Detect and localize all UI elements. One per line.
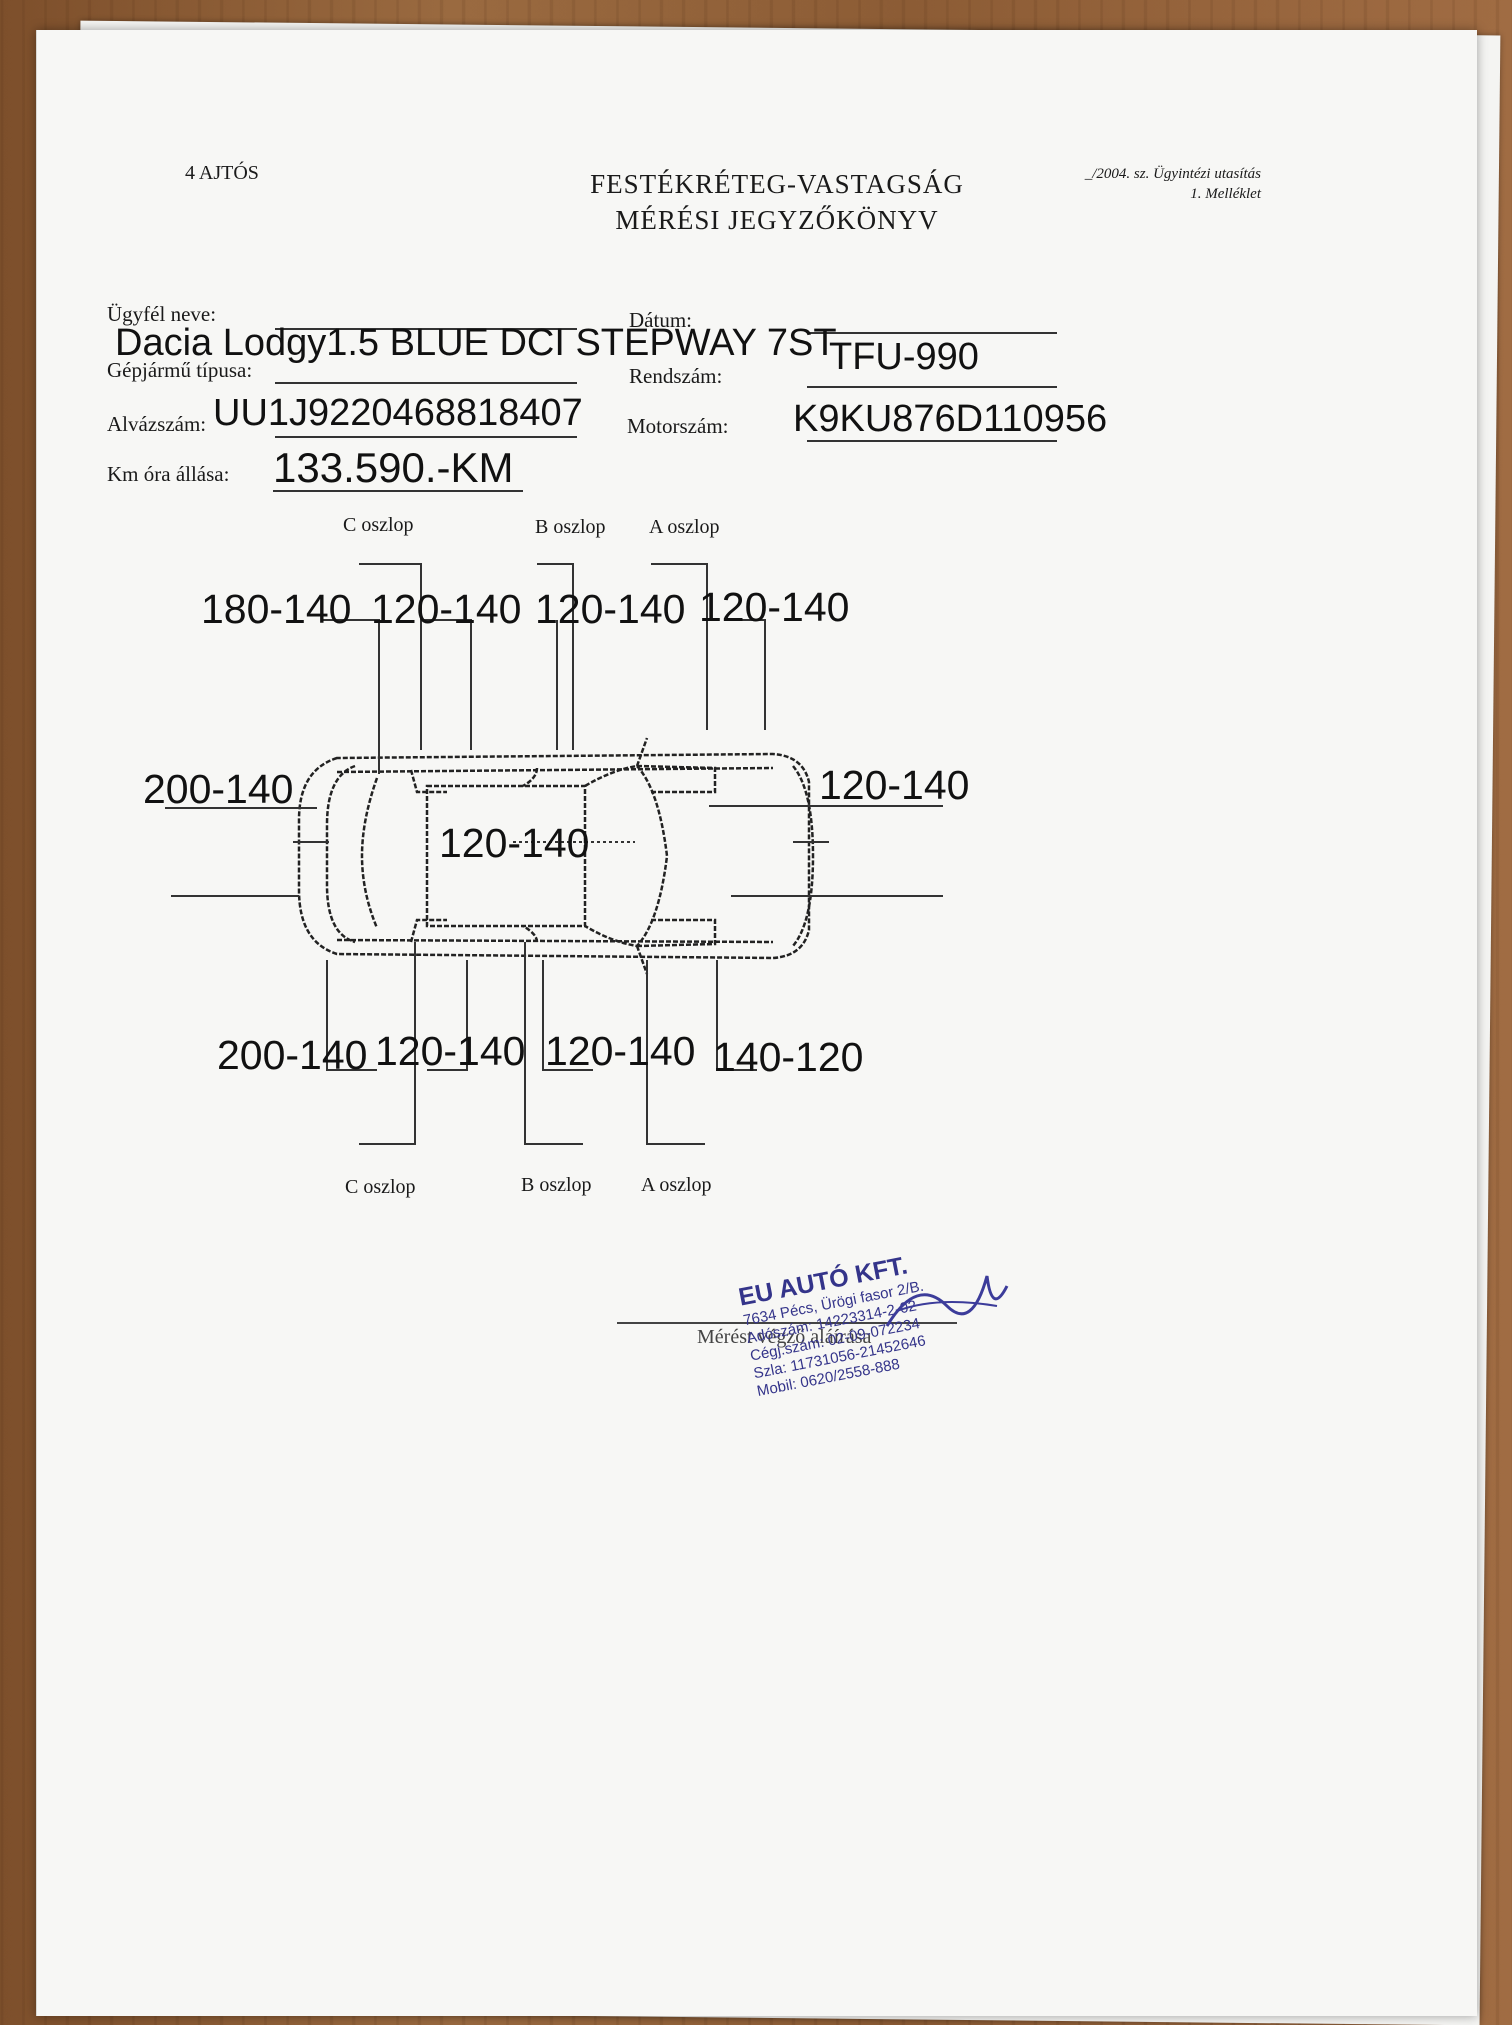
measure-roof: 120-140	[439, 820, 590, 866]
lower-door-line	[336, 938, 774, 944]
front-fender-top	[636, 764, 717, 794]
date-line	[807, 332, 1057, 334]
title-line-2: MÉRÉSI JEGYZŐKÖNYV	[615, 205, 939, 235]
b-pillar-top	[522, 767, 539, 788]
measure-hood: 120-140	[819, 762, 970, 808]
date-label: Dátum:	[629, 308, 692, 332]
mirror-left	[635, 737, 649, 767]
rear-window	[360, 777, 379, 929]
vin-line	[275, 436, 577, 438]
engine-value: K9KU876D110956	[793, 398, 1108, 440]
b-pillar-bottom	[522, 924, 539, 943]
reference-line-1: _/2004. sz. Ügyintézi utasítás	[1084, 166, 1261, 182]
vehicle-type-value: Dacia Lodgy1.5 BLUE DCI STEPWAY 7ST	[115, 322, 837, 364]
plate-label: Rendszám:	[629, 364, 723, 388]
plate-line	[807, 386, 1057, 388]
odometer-value: 133.590.-KM	[273, 444, 514, 491]
vin-label: Alvázszám:	[107, 412, 207, 436]
c-pillar-top	[409, 769, 447, 794]
pillar-c-top: C oszlop	[343, 514, 414, 536]
callout-lines	[165, 563, 943, 1145]
vehicle-type-line	[275, 382, 577, 384]
signature-scribble	[885, 1275, 1009, 1327]
measure-top-front-door: 120-140	[699, 584, 850, 630]
customer-line	[275, 328, 577, 330]
reference-note: _/2004. sz. Ügyintézi utasítás 1. Mellék…	[1027, 164, 1261, 204]
vehicle-type-label: Gépjármű típusa:	[107, 358, 253, 382]
front-bumper	[792, 765, 815, 947]
measure-bottom-rear-door-c: 120-140	[375, 1028, 526, 1074]
pillar-b-bottom: B oszlop	[521, 1174, 592, 1196]
measure-top-rear-quarter: 180-140	[201, 586, 352, 632]
pillar-a-top: A oszlop	[649, 516, 720, 538]
car-outline	[297, 737, 815, 975]
c-pillar-bottom	[409, 918, 447, 943]
engine-line	[807, 440, 1057, 442]
customer-label: Ügyfél neve:	[107, 302, 217, 326]
pillar-c-bottom: C oszlop	[345, 1176, 416, 1198]
protocol-sheet: 4 AJTÓS FESTÉKRÉTEG-VASTAGSÁG MÉRÉSI JEG…	[36, 30, 1477, 2016]
plate-value: TFU-990	[829, 336, 979, 378]
measure-bottom-rear-quarter: 200-140	[217, 1032, 368, 1078]
car-diagram	[165, 563, 943, 1145]
vin-value: UU1J9220468818407	[213, 392, 583, 434]
title-line-1: FESTÉKRÉTEG-VASTAGSÁG	[590, 169, 964, 199]
measure-bottom-front-fender: 140-120	[713, 1034, 864, 1080]
car-body	[297, 752, 811, 960]
door-count: 4 AJTÓS	[185, 162, 259, 184]
mirror-right	[635, 945, 649, 975]
measure-top-rear-door-b: 120-140	[535, 586, 686, 632]
document-title: FESTÉKRÉTEG-VASTAGSÁG MÉRÉSI JEGYZŐKÖNYV	[497, 166, 1057, 238]
measure-top-rear-door-c: 120-140	[371, 586, 522, 632]
engine-label: Motorszám:	[627, 414, 729, 438]
rear-bumper	[325, 764, 356, 944]
odometer-label: Km óra állása:	[107, 462, 230, 486]
upper-door-line	[336, 766, 774, 774]
signature-line	[617, 1322, 957, 1324]
front-fender-bottom	[636, 918, 717, 948]
measure-bottom-rear-door-b: 120-140	[545, 1028, 696, 1074]
measure-rear: 200-140	[143, 766, 294, 812]
pillar-b-top: B oszlop	[535, 516, 606, 538]
signature-label: Mérést végző aláírása	[697, 1326, 872, 1348]
pillar-a-bottom: A oszlop	[641, 1174, 712, 1196]
reference-line-2: 1. Melléklet	[1190, 186, 1261, 202]
odometer-line	[273, 490, 523, 492]
